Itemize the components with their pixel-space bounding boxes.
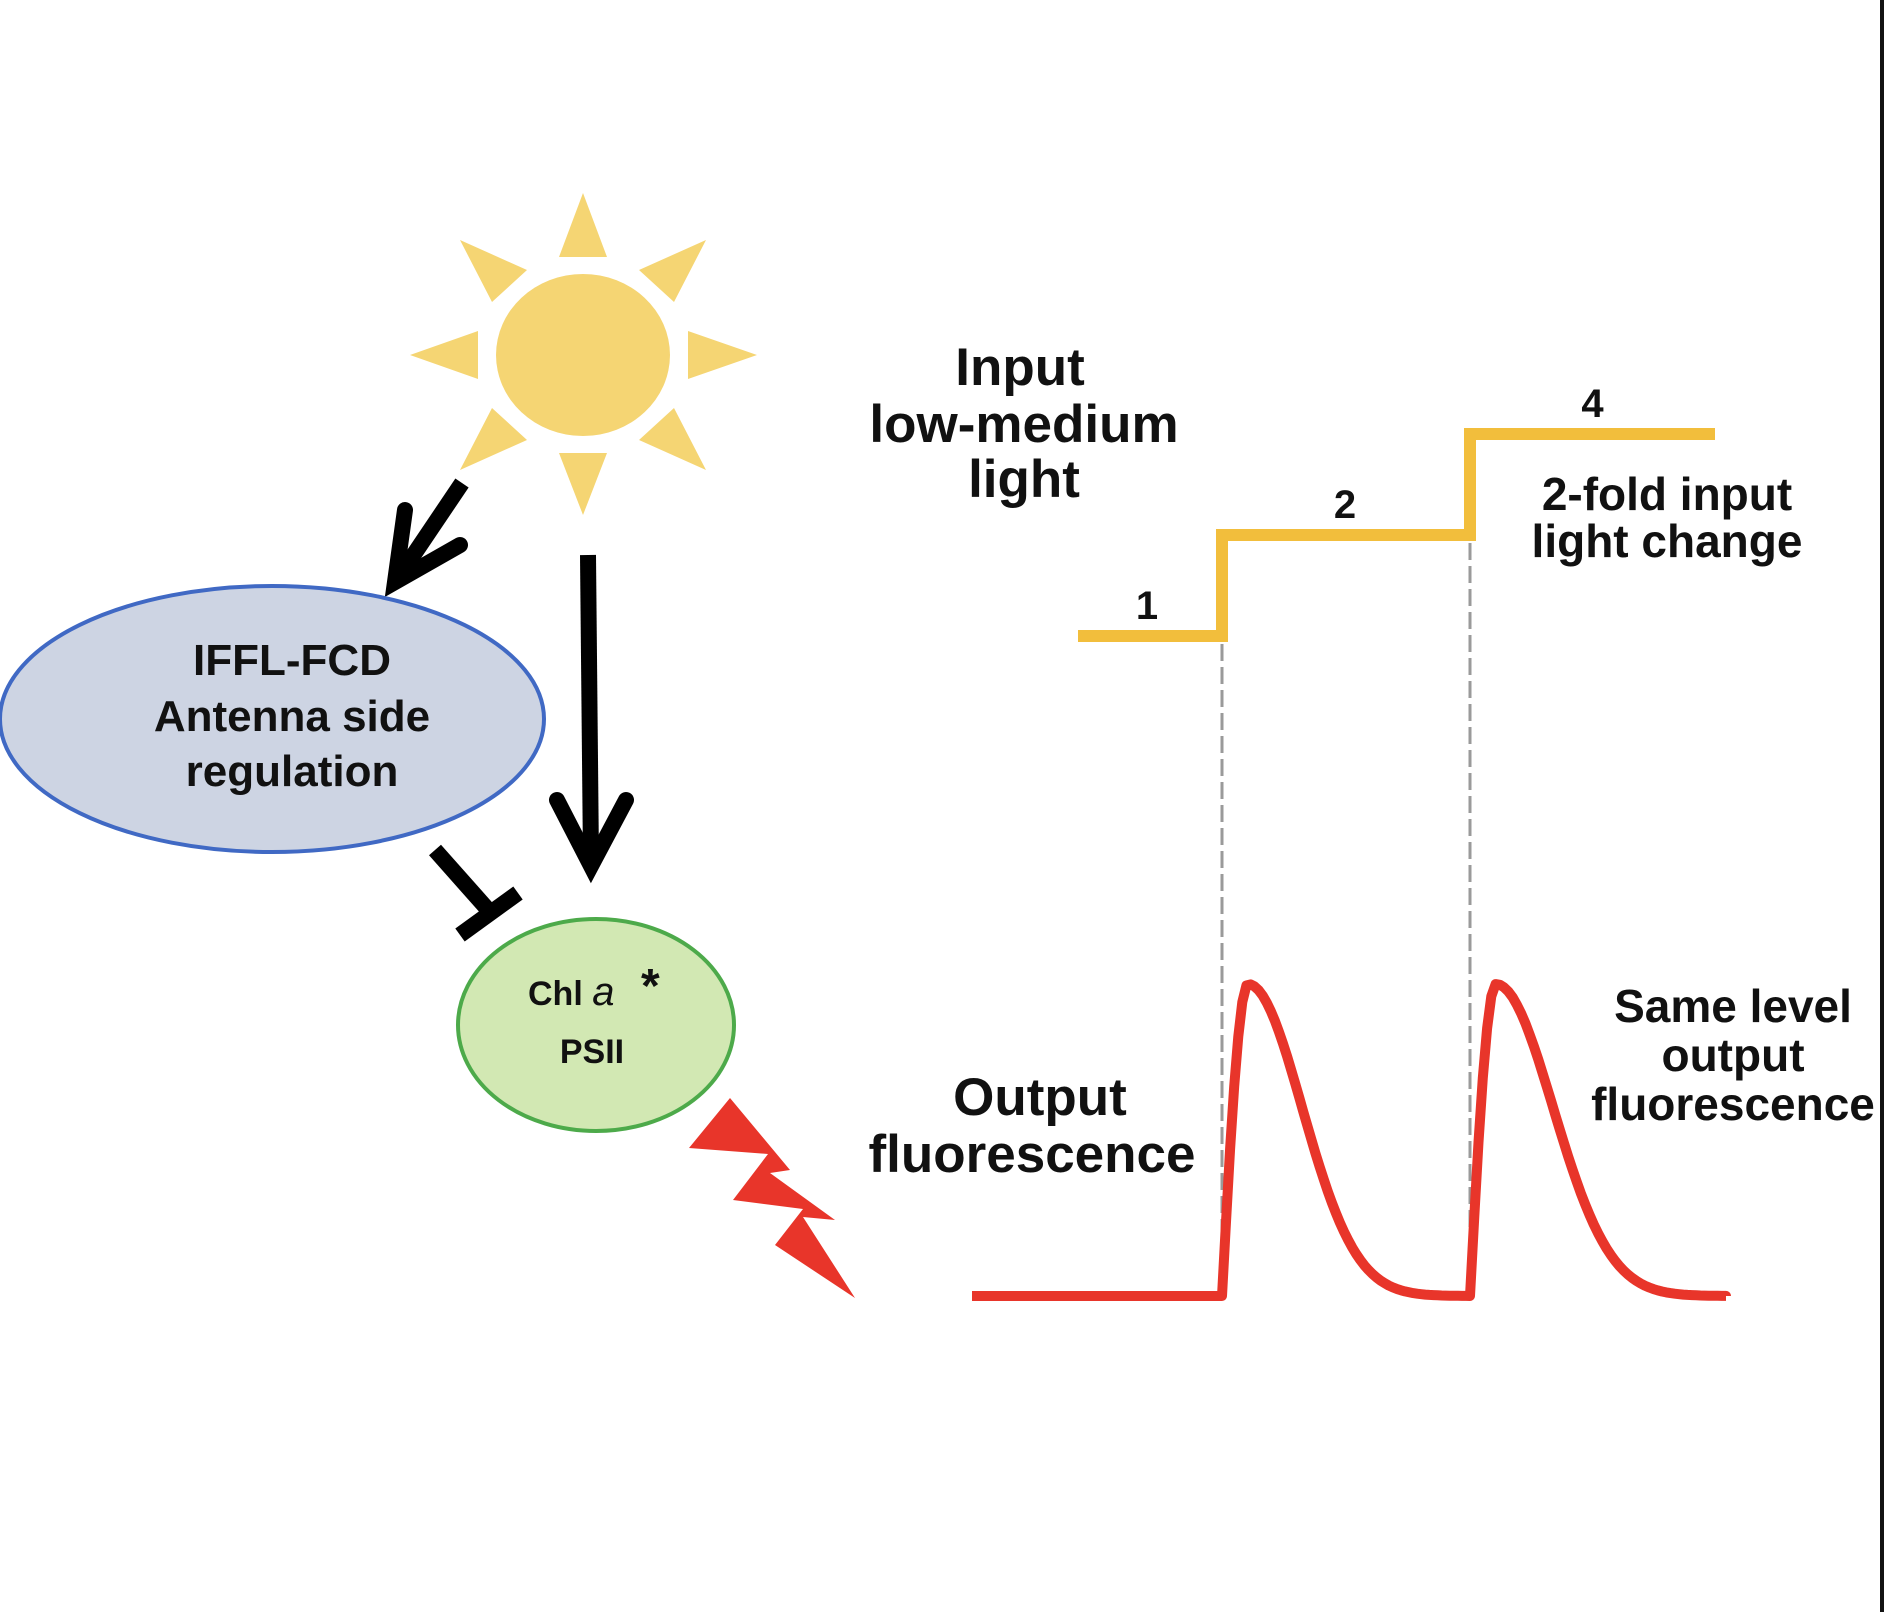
chl-text: Chl	[528, 975, 592, 1013]
sun-ray-bottom-left	[460, 408, 527, 470]
same-level-line-3: fluorescence	[1591, 1078, 1875, 1130]
sun-disk	[496, 274, 670, 436]
inhibition-bar	[455, 886, 523, 942]
same-level-line-2: output	[1661, 1029, 1804, 1081]
input-level-label: 1	[1136, 584, 1158, 628]
sun-ray-top-left	[460, 240, 527, 302]
regulator-label-line-1: IFFL-FCD	[193, 636, 391, 685]
input-label-line-2: low-medium	[869, 395, 1178, 454]
sun-ray-bottom-right	[639, 408, 706, 470]
right-edge-border	[1880, 0, 1884, 1612]
arrow-shaft	[580, 554, 599, 863]
input-output-plot: 1 2 4	[972, 382, 1731, 1301]
lightning-bolt-icon	[689, 1098, 855, 1298]
arrow-icon	[384, 478, 469, 597]
chl-italic-a: a	[592, 970, 614, 1014]
sun-ray-right	[688, 331, 757, 379]
arrow-head	[549, 792, 634, 884]
regulator-label-line-3: regulation	[186, 747, 399, 796]
input-label: Input low-medium light	[869, 338, 1178, 509]
same-level-line-1: Same level	[1614, 980, 1852, 1032]
regulator-node: IFFL-FCD Antenna side regulation	[0, 584, 546, 854]
psii-node: Chl a * PSII	[456, 917, 736, 1133]
arrow-shaft	[393, 478, 469, 580]
output-label-line-2: fluorescence	[869, 1125, 1196, 1184]
input-step-line	[1078, 428, 1715, 642]
input-label-line-3: light	[968, 450, 1080, 509]
psii-label-line-2: PSII	[560, 1033, 624, 1071]
sun-ray-top-right	[639, 240, 706, 302]
arrow-head	[384, 502, 468, 597]
psii-ellipse	[456, 917, 736, 1133]
output-label-line-1: Output	[953, 1068, 1127, 1127]
output-fluorescence-curve	[972, 979, 1731, 1301]
output-label: Output fluorescence	[869, 1068, 1196, 1184]
input-level-label: 2	[1334, 483, 1356, 527]
fold-change-label: 2-fold input light change	[1532, 468, 1803, 567]
input-level-label: 4	[1581, 382, 1604, 426]
sun-icon	[410, 193, 757, 515]
inhibition-shaft	[429, 844, 496, 918]
sun-ray-top	[559, 193, 607, 257]
excited-asterisk: *	[641, 960, 660, 1013]
regulator-label-line-2: Antenna side	[154, 692, 430, 741]
inhibition-bar-icon	[429, 844, 523, 942]
sun-ray-left	[410, 331, 478, 379]
psii-label-line-1: Chl a	[528, 970, 614, 1014]
sun-ray-bottom	[559, 453, 607, 515]
fold-change-line-2: light change	[1532, 515, 1803, 567]
input-label-line-1: Input	[955, 338, 1085, 397]
arrow-icon	[549, 554, 634, 884]
same-level-label: Same level output fluorescence	[1591, 980, 1875, 1130]
fold-change-line-1: 2-fold input	[1542, 468, 1792, 520]
regulator-ellipse	[0, 584, 546, 854]
